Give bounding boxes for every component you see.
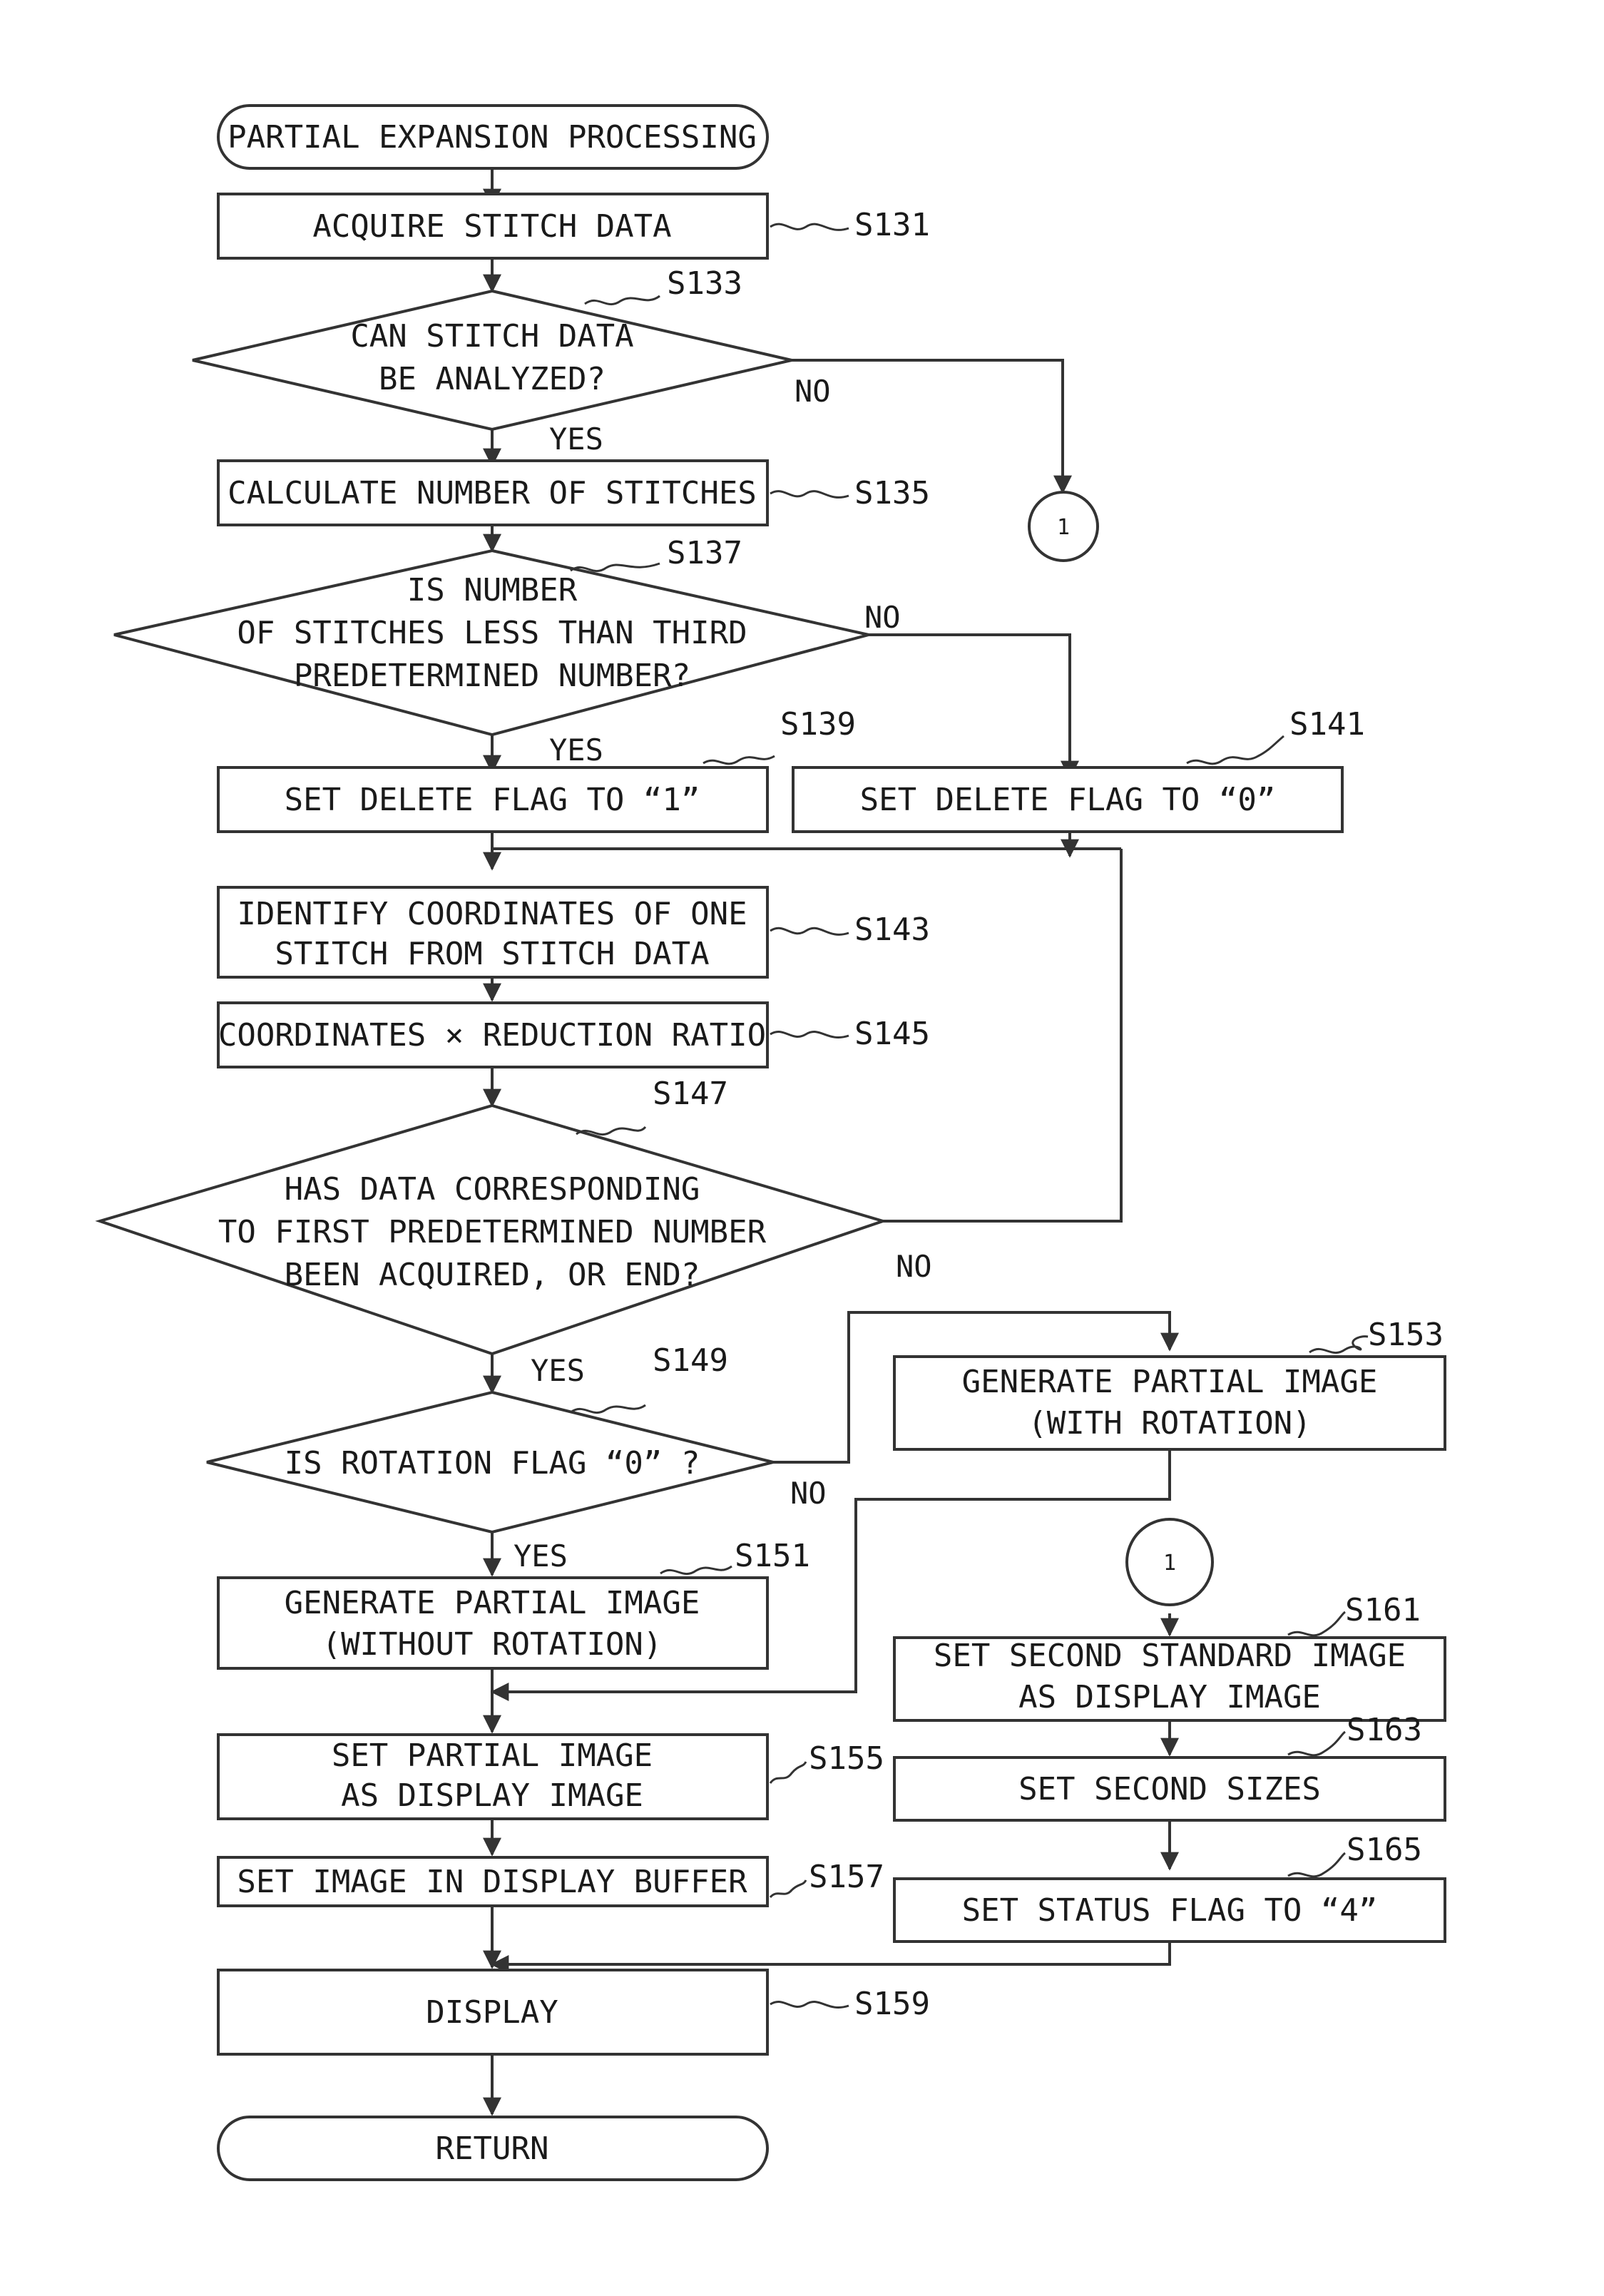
connector-1-bottom-label: 1 (1163, 1551, 1176, 1576)
label-s149: S149 (653, 1342, 728, 1379)
end-terminal-text: RETURN (436, 2131, 549, 2167)
process-s143: IDENTIFY COORDINATES OF ONE STITCH FROM … (218, 887, 767, 977)
label-s131: S131 (854, 207, 930, 243)
decision-s133-line-1: CAN STITCH DATA (350, 318, 633, 354)
process-s141-text: SET DELETE FLAG TO “0” (860, 782, 1276, 818)
s147-yes-label: YES (531, 1353, 585, 1388)
process-s155: SET PARTIAL IMAGE AS DISPLAY IMAGE (218, 1735, 767, 1819)
process-s157-text: SET IMAGE IN DISPLAY BUFFER (237, 1864, 747, 1900)
process-s135: CALCULATE NUMBER OF STITCHES (218, 461, 767, 525)
process-s163: SET SECOND SIZES (894, 1757, 1445, 1820)
process-s141: SET DELETE FLAG TO “0” (793, 767, 1342, 832)
process-s161: SET SECOND STANDARD IMAGE AS DISPLAY IMA… (894, 1638, 1445, 1720)
process-s153-line-2: (WITH ROTATION) (1028, 1405, 1311, 1442)
s137-yes-label: YES (549, 733, 603, 767)
decision-s137-line-3: PREDETERMINED NUMBER? (294, 658, 690, 694)
process-s153: GENERATE PARTIAL IMAGE (WITH ROTATION) (894, 1357, 1445, 1449)
label-s143: S143 (854, 912, 930, 948)
process-s161-line-1: SET SECOND STANDARD IMAGE (934, 1638, 1406, 1674)
label-s137: S137 (667, 535, 742, 571)
process-s159: DISPLAY (218, 1970, 767, 2054)
process-s165: SET STATUS FLAG TO “4” (894, 1879, 1445, 1942)
process-s139: SET DELETE FLAG TO “1” (218, 767, 767, 832)
process-s159-text: DISPLAY (426, 1994, 558, 2031)
connector-1-top: 1 (1029, 492, 1098, 561)
process-s155-line-1: SET PARTIAL IMAGE (332, 1738, 653, 1774)
label-s139: S139 (780, 706, 856, 743)
s147-no-label: NO (896, 1249, 932, 1284)
connector-1-top-label: 1 (1057, 515, 1070, 540)
label-s159: S159 (854, 1986, 930, 2022)
label-s161: S161 (1345, 1592, 1421, 1628)
process-s153-line-1: GENERATE PARTIAL IMAGE (962, 1364, 1378, 1400)
decision-s137-line-2: OF STITCHES LESS THAN THIRD (237, 615, 747, 651)
process-s165-text: SET STATUS FLAG TO “4” (962, 1892, 1378, 1929)
process-s131-text: ACQUIRE STITCH DATA (312, 208, 671, 245)
decision-s133: CAN STITCH DATA BE ANALYZED? (193, 291, 792, 429)
process-s143-line-2: STITCH FROM STITCH DATA (275, 936, 709, 972)
s133-no-label: NO (795, 374, 831, 409)
s149-no-label: NO (790, 1476, 827, 1511)
process-s157: SET IMAGE IN DISPLAY BUFFER (218, 1857, 767, 1906)
s133-yes-label: YES (549, 422, 603, 456)
process-s131: ACQUIRE STITCH DATA (218, 194, 767, 258)
label-s165: S165 (1347, 1832, 1422, 1868)
process-s151-line-2: (WITHOUT ROTATION) (322, 1626, 663, 1663)
decision-s137: IS NUMBER OF STITCHES LESS THAN THIRD PR… (114, 551, 869, 735)
decision-s147-line-1: HAS DATA CORRESPONDING (285, 1171, 700, 1208)
decision-s149-text: IS ROTATION FLAG “0” ? (285, 1445, 700, 1481)
label-s157: S157 (809, 1859, 884, 1895)
start-terminal-text: PARTIAL EXPANSION PROCESSING (228, 119, 757, 155)
process-s151-line-1: GENERATE PARTIAL IMAGE (285, 1585, 700, 1621)
process-s145-text: COORDINATES × REDUCTION RATIO (218, 1017, 766, 1053)
decision-s149: IS ROTATION FLAG “0” ? (207, 1392, 773, 1532)
decision-s147-line-3: BEEN ACQUIRED, OR END? (285, 1257, 700, 1293)
decision-s147-line-2: TO FIRST PREDETERMINED NUMBER (218, 1214, 767, 1250)
end-terminal: RETURN (218, 2117, 767, 2180)
process-s143-line-1: IDENTIFY COORDINATES OF ONE (237, 896, 747, 932)
label-s133: S133 (667, 265, 742, 302)
label-s163: S163 (1347, 1712, 1422, 1748)
process-s151: GENERATE PARTIAL IMAGE (WITHOUT ROTATION… (218, 1578, 767, 1668)
process-s161-line-2: AS DISPLAY IMAGE (1018, 1679, 1321, 1715)
s149-yes-label: YES (514, 1539, 568, 1573)
decision-s137-line-1: IS NUMBER (407, 572, 578, 608)
process-s145: COORDINATES × REDUCTION RATIO (218, 1003, 767, 1067)
label-s151: S151 (735, 1538, 810, 1574)
process-s155-line-2: AS DISPLAY IMAGE (341, 1777, 643, 1814)
label-s155: S155 (809, 1740, 884, 1777)
s137-no-label: NO (864, 600, 901, 635)
label-s145: S145 (854, 1016, 930, 1052)
decision-s147: HAS DATA CORRESPONDING TO FIRST PREDETER… (100, 1106, 883, 1354)
start-terminal: PARTIAL EXPANSION PROCESSING (218, 106, 767, 168)
connector-1-bottom: 1 (1127, 1519, 1212, 1605)
process-s139-text: SET DELETE FLAG TO “1” (285, 782, 700, 818)
label-s153: S153 (1368, 1317, 1444, 1353)
process-s163-text: SET SECOND SIZES (1018, 1771, 1321, 1807)
decision-s133-line-2: BE ANALYZED? (379, 361, 606, 397)
label-s135: S135 (854, 475, 930, 511)
process-s135-text: CALCULATE NUMBER OF STITCHES (228, 475, 757, 511)
label-s141: S141 (1289, 706, 1365, 743)
label-s147: S147 (653, 1076, 728, 1112)
